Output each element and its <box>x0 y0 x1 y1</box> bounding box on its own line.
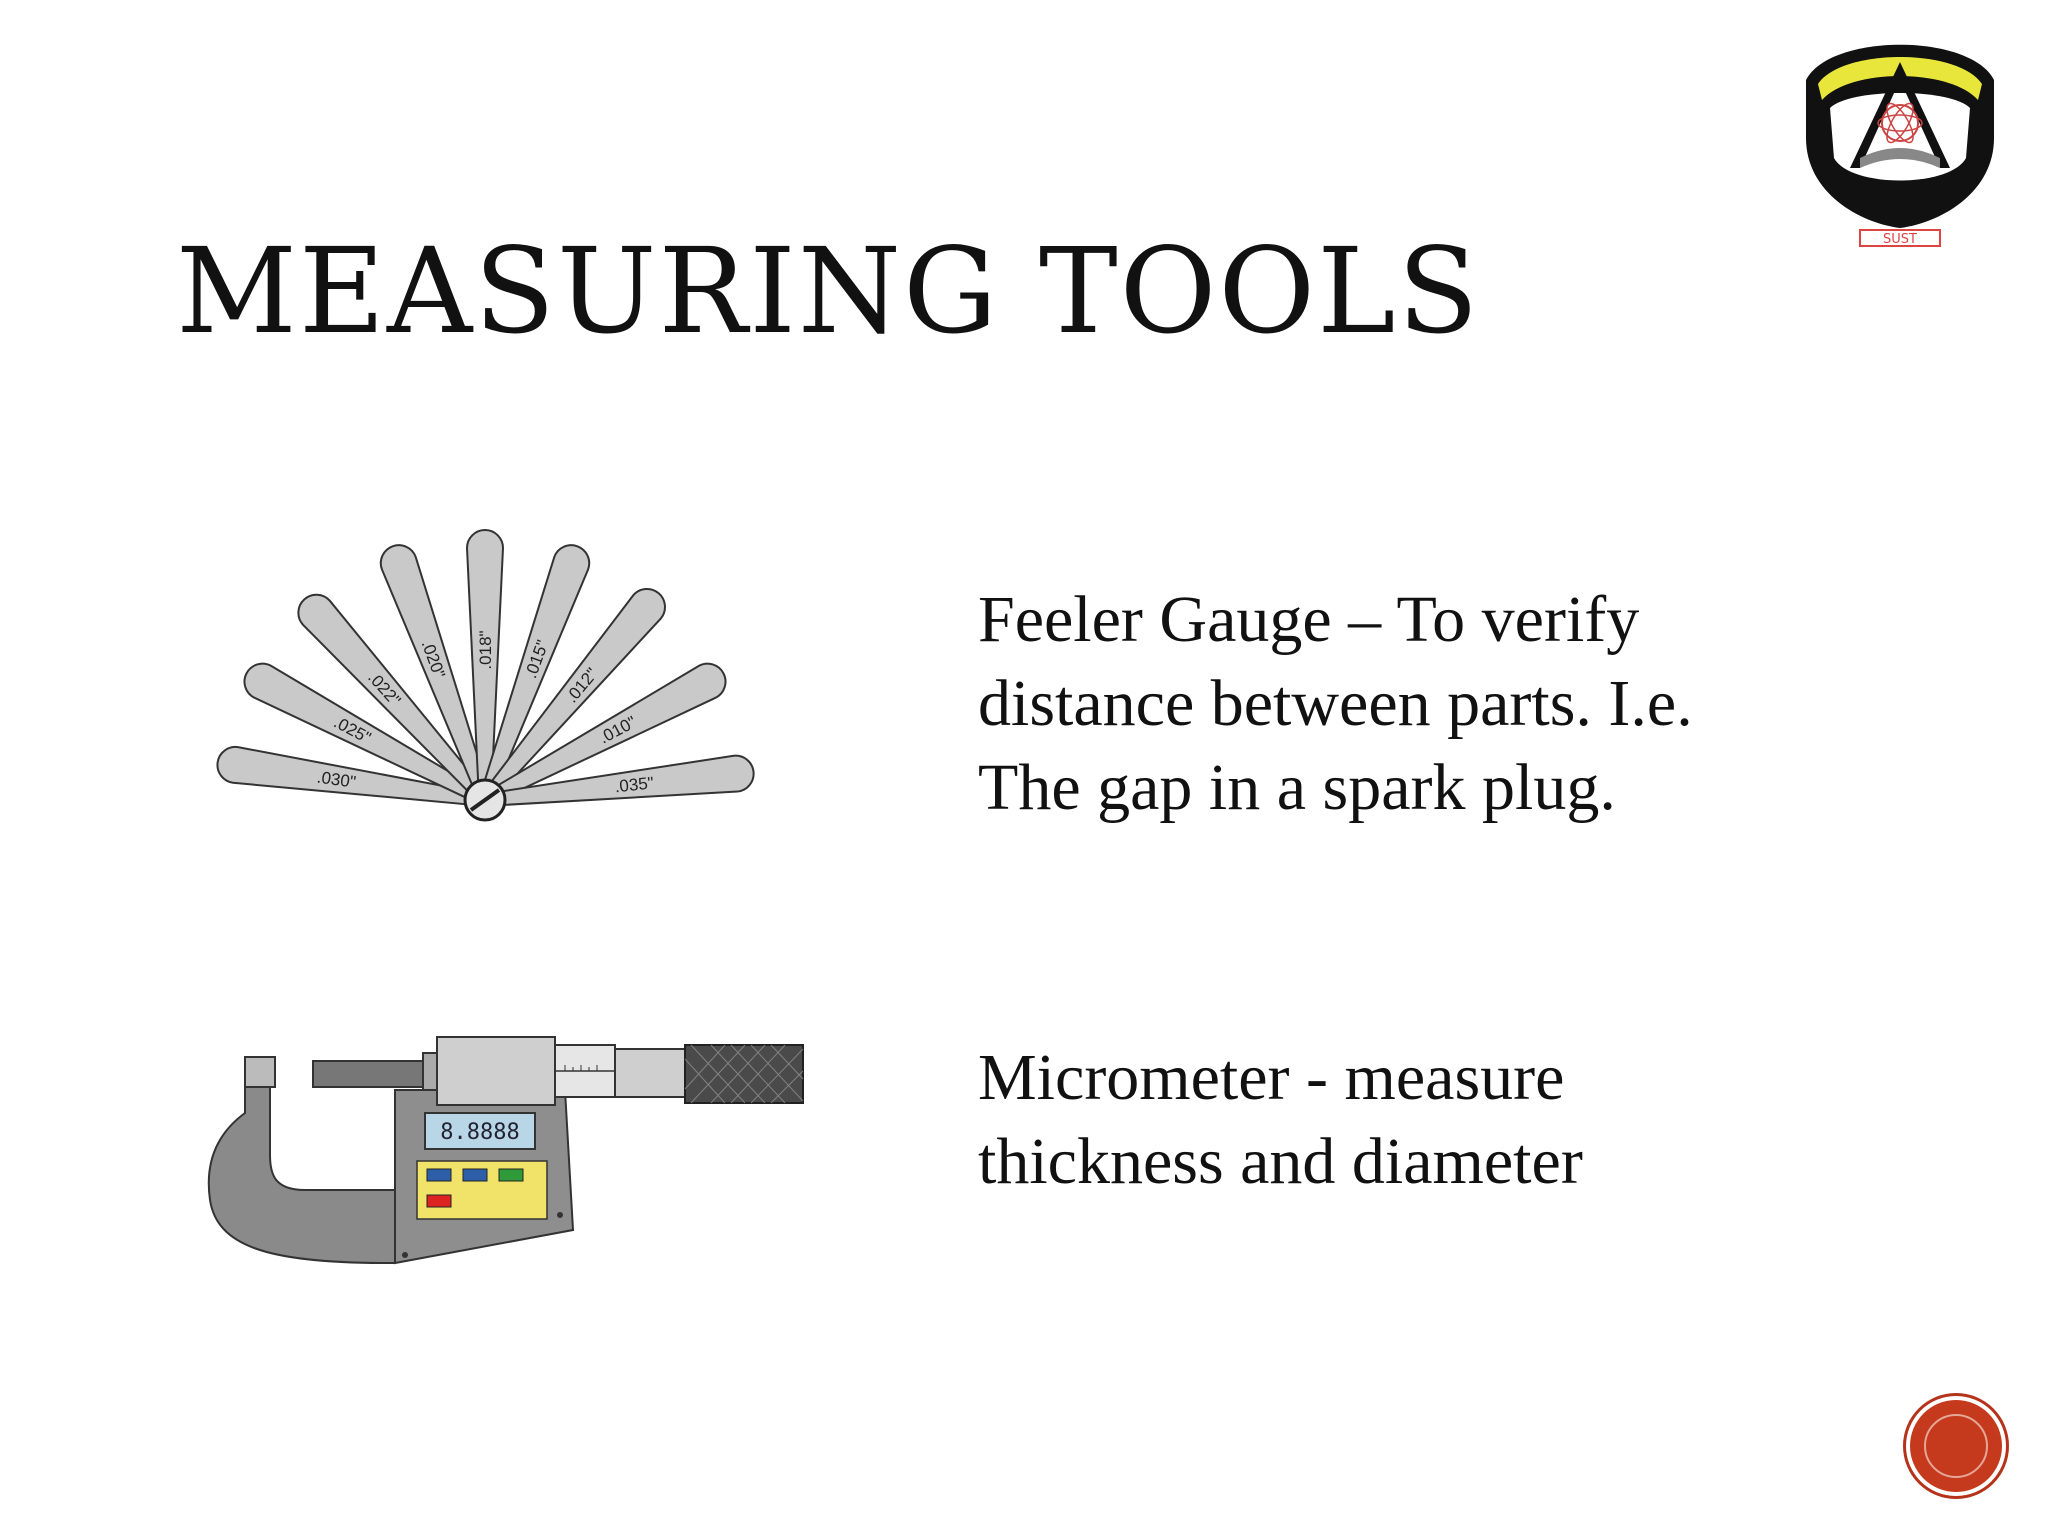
feeler-blade: .012" <box>479 588 666 806</box>
university-logo: SUST <box>1806 44 1994 247</box>
feeler-line-3: The gap in a spark plug. <box>978 751 1616 824</box>
micro-line-2: thickness and diameter <box>978 1125 1583 1198</box>
feeler-gauge-description: Feeler Gauge – To verify distance betwee… <box>978 578 1978 830</box>
feeler-blade: .035" <box>483 754 755 808</box>
feeler-line-1: Feeler Gauge – To verify <box>978 583 1640 656</box>
feeler-line-2: distance between parts. I.e. <box>978 667 1693 740</box>
slide-title: MEASURING TOOLS <box>176 222 1481 360</box>
feeler-blade-label: .035" <box>614 773 655 796</box>
feeler-blade: .018" <box>465 529 505 801</box>
feeler-gauge-image: .030".025".022".020".018".015".012".010"… <box>216 529 755 822</box>
svg-text:8.8888: 8.8888 <box>440 1120 519 1145</box>
next-slide-button[interactable] <box>1910 1400 2002 1492</box>
pivot-screw-slot <box>469 788 501 812</box>
feeler-blade-label: .018" <box>476 630 495 669</box>
feeler-blade: .030" <box>216 745 487 808</box>
micro-line-1: Micrometer - measure <box>978 1041 1565 1114</box>
svg-text:SUST: SUST <box>1883 232 1917 247</box>
micrometer-image: 8.8888 <box>207 1036 804 1265</box>
micrometer-description: Micrometer - measure thickness and diame… <box>978 1036 1978 1204</box>
next-slide-ring <box>1924 1414 1988 1478</box>
